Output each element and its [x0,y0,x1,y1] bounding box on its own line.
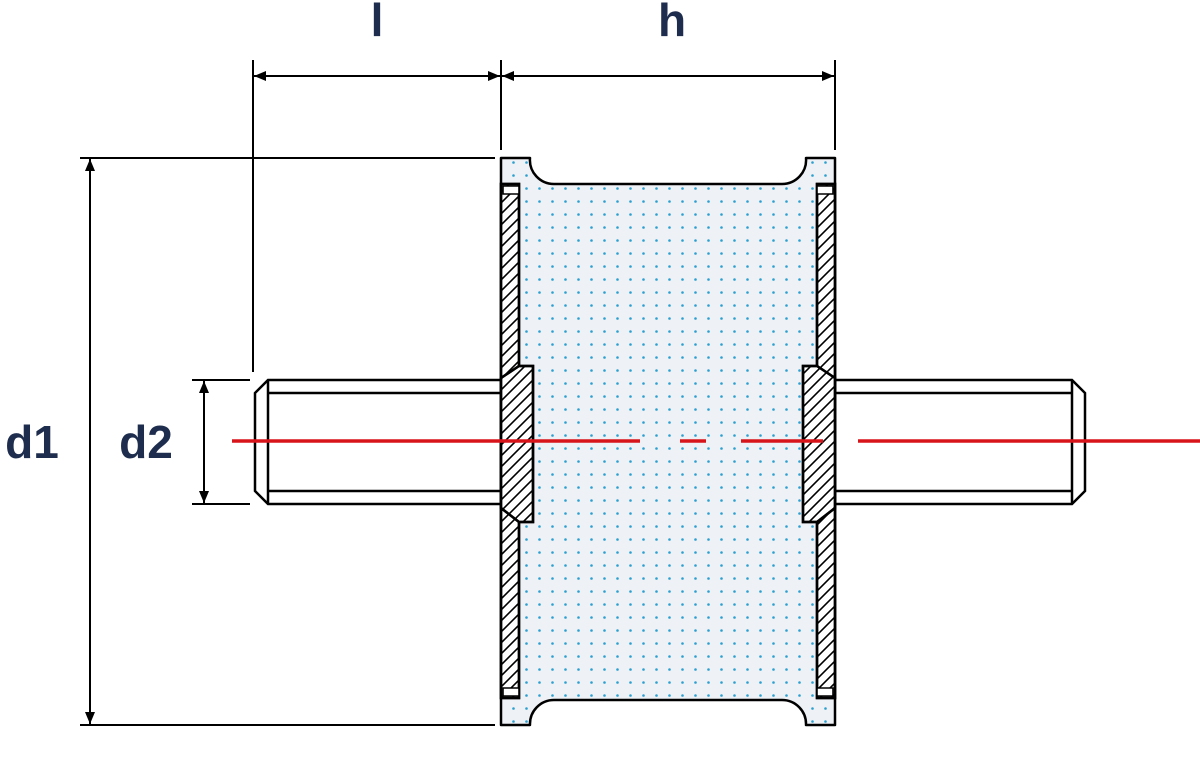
dimension-label-d1: d1 [5,416,59,468]
dimension-lines [85,71,834,724]
left-threaded-collar [499,364,535,524]
dimension-label-d2: d2 [119,416,173,468]
dimension-label-h: h [658,0,686,46]
dimension-label-l: l [371,0,384,46]
rubber-body-texture [499,156,837,727]
extension-lines [80,60,836,726]
right-threaded-collar [801,364,837,524]
